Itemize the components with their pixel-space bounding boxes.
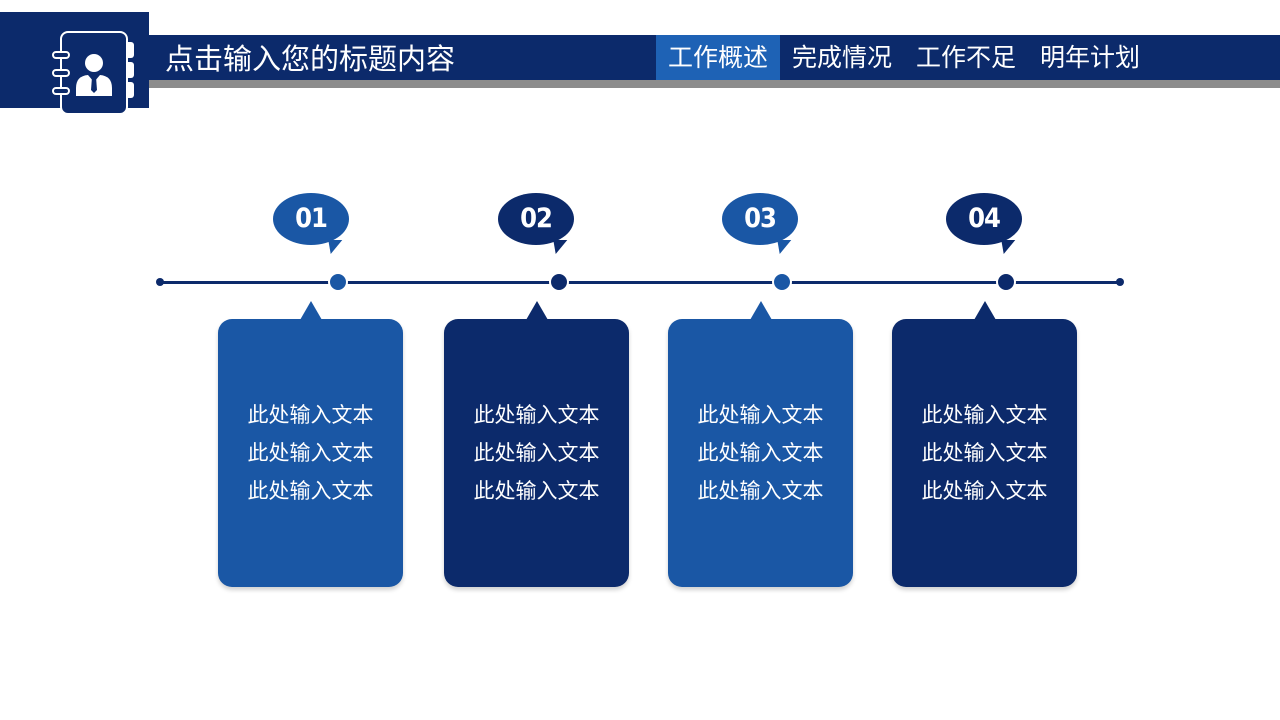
timeline-node — [328, 272, 348, 292]
card-text-line[interactable]: 此处输入文本 — [921, 441, 1048, 465]
bubble-tail — [996, 240, 1016, 254]
card-notch — [299, 301, 322, 320]
card-text-line[interactable]: 此处输入文本 — [921, 479, 1048, 503]
nav-tabs: 工作概述 完成情况 工作不足 明年计划 — [656, 35, 1152, 80]
step-number-bubble: 01 — [273, 193, 349, 245]
card-text-line[interactable]: 此处输入文本 — [247, 403, 374, 427]
card-text-line[interactable]: 此处输入文本 — [247, 479, 374, 503]
card-notch — [749, 301, 772, 320]
timeline-line — [159, 281, 1121, 284]
card-notch — [973, 301, 996, 320]
card-text-line[interactable]: 此处输入文本 — [473, 441, 600, 465]
timeline-end-dot — [1116, 278, 1124, 286]
card-text-line[interactable]: 此处输入文本 — [697, 441, 824, 465]
bubble-tail — [323, 240, 343, 254]
timeline-start-dot — [156, 278, 164, 286]
tab-work-overview[interactable]: 工作概述 — [656, 35, 781, 80]
bubble-tail — [548, 240, 568, 254]
card-text-line[interactable]: 此处输入文本 — [473, 479, 600, 503]
contact-book-icon — [52, 31, 134, 115]
tab-next-year-plan[interactable]: 明年计划 — [1040, 43, 1141, 72]
tab-completion-status[interactable]: 完成情况 — [792, 43, 893, 72]
step-number-bubble: 04 — [946, 193, 1022, 245]
header-underline — [149, 80, 1280, 88]
page-title[interactable]: 点击输入您的标题内容 — [165, 42, 456, 76]
step-card[interactable]: 此处输入文本 此处输入文本 此处输入文本 — [668, 301, 853, 587]
step-number-bubble: 03 — [722, 193, 798, 245]
logo-box — [0, 12, 149, 115]
timeline-node — [996, 272, 1016, 292]
step-card[interactable]: 此处输入文本 此处输入文本 此处输入文本 — [218, 301, 403, 587]
timeline-node — [772, 272, 792, 292]
card-text-line[interactable]: 此处输入文本 — [697, 403, 824, 427]
timeline-node — [549, 272, 569, 292]
step-card[interactable]: 此处输入文本 此处输入文本 此处输入文本 — [444, 301, 629, 587]
bubble-tail — [772, 240, 792, 254]
card-text-line[interactable]: 此处输入文本 — [921, 403, 1048, 427]
step-card[interactable]: 此处输入文本 此处输入文本 此处输入文本 — [892, 301, 1077, 587]
tab-work-shortcomings[interactable]: 工作不足 — [916, 43, 1017, 72]
card-text-line[interactable]: 此处输入文本 — [247, 441, 374, 465]
card-text-line[interactable]: 此处输入文本 — [697, 479, 824, 503]
card-text-line[interactable]: 此处输入文本 — [473, 403, 600, 427]
step-number-bubble: 02 — [498, 193, 574, 245]
card-notch — [525, 301, 548, 320]
